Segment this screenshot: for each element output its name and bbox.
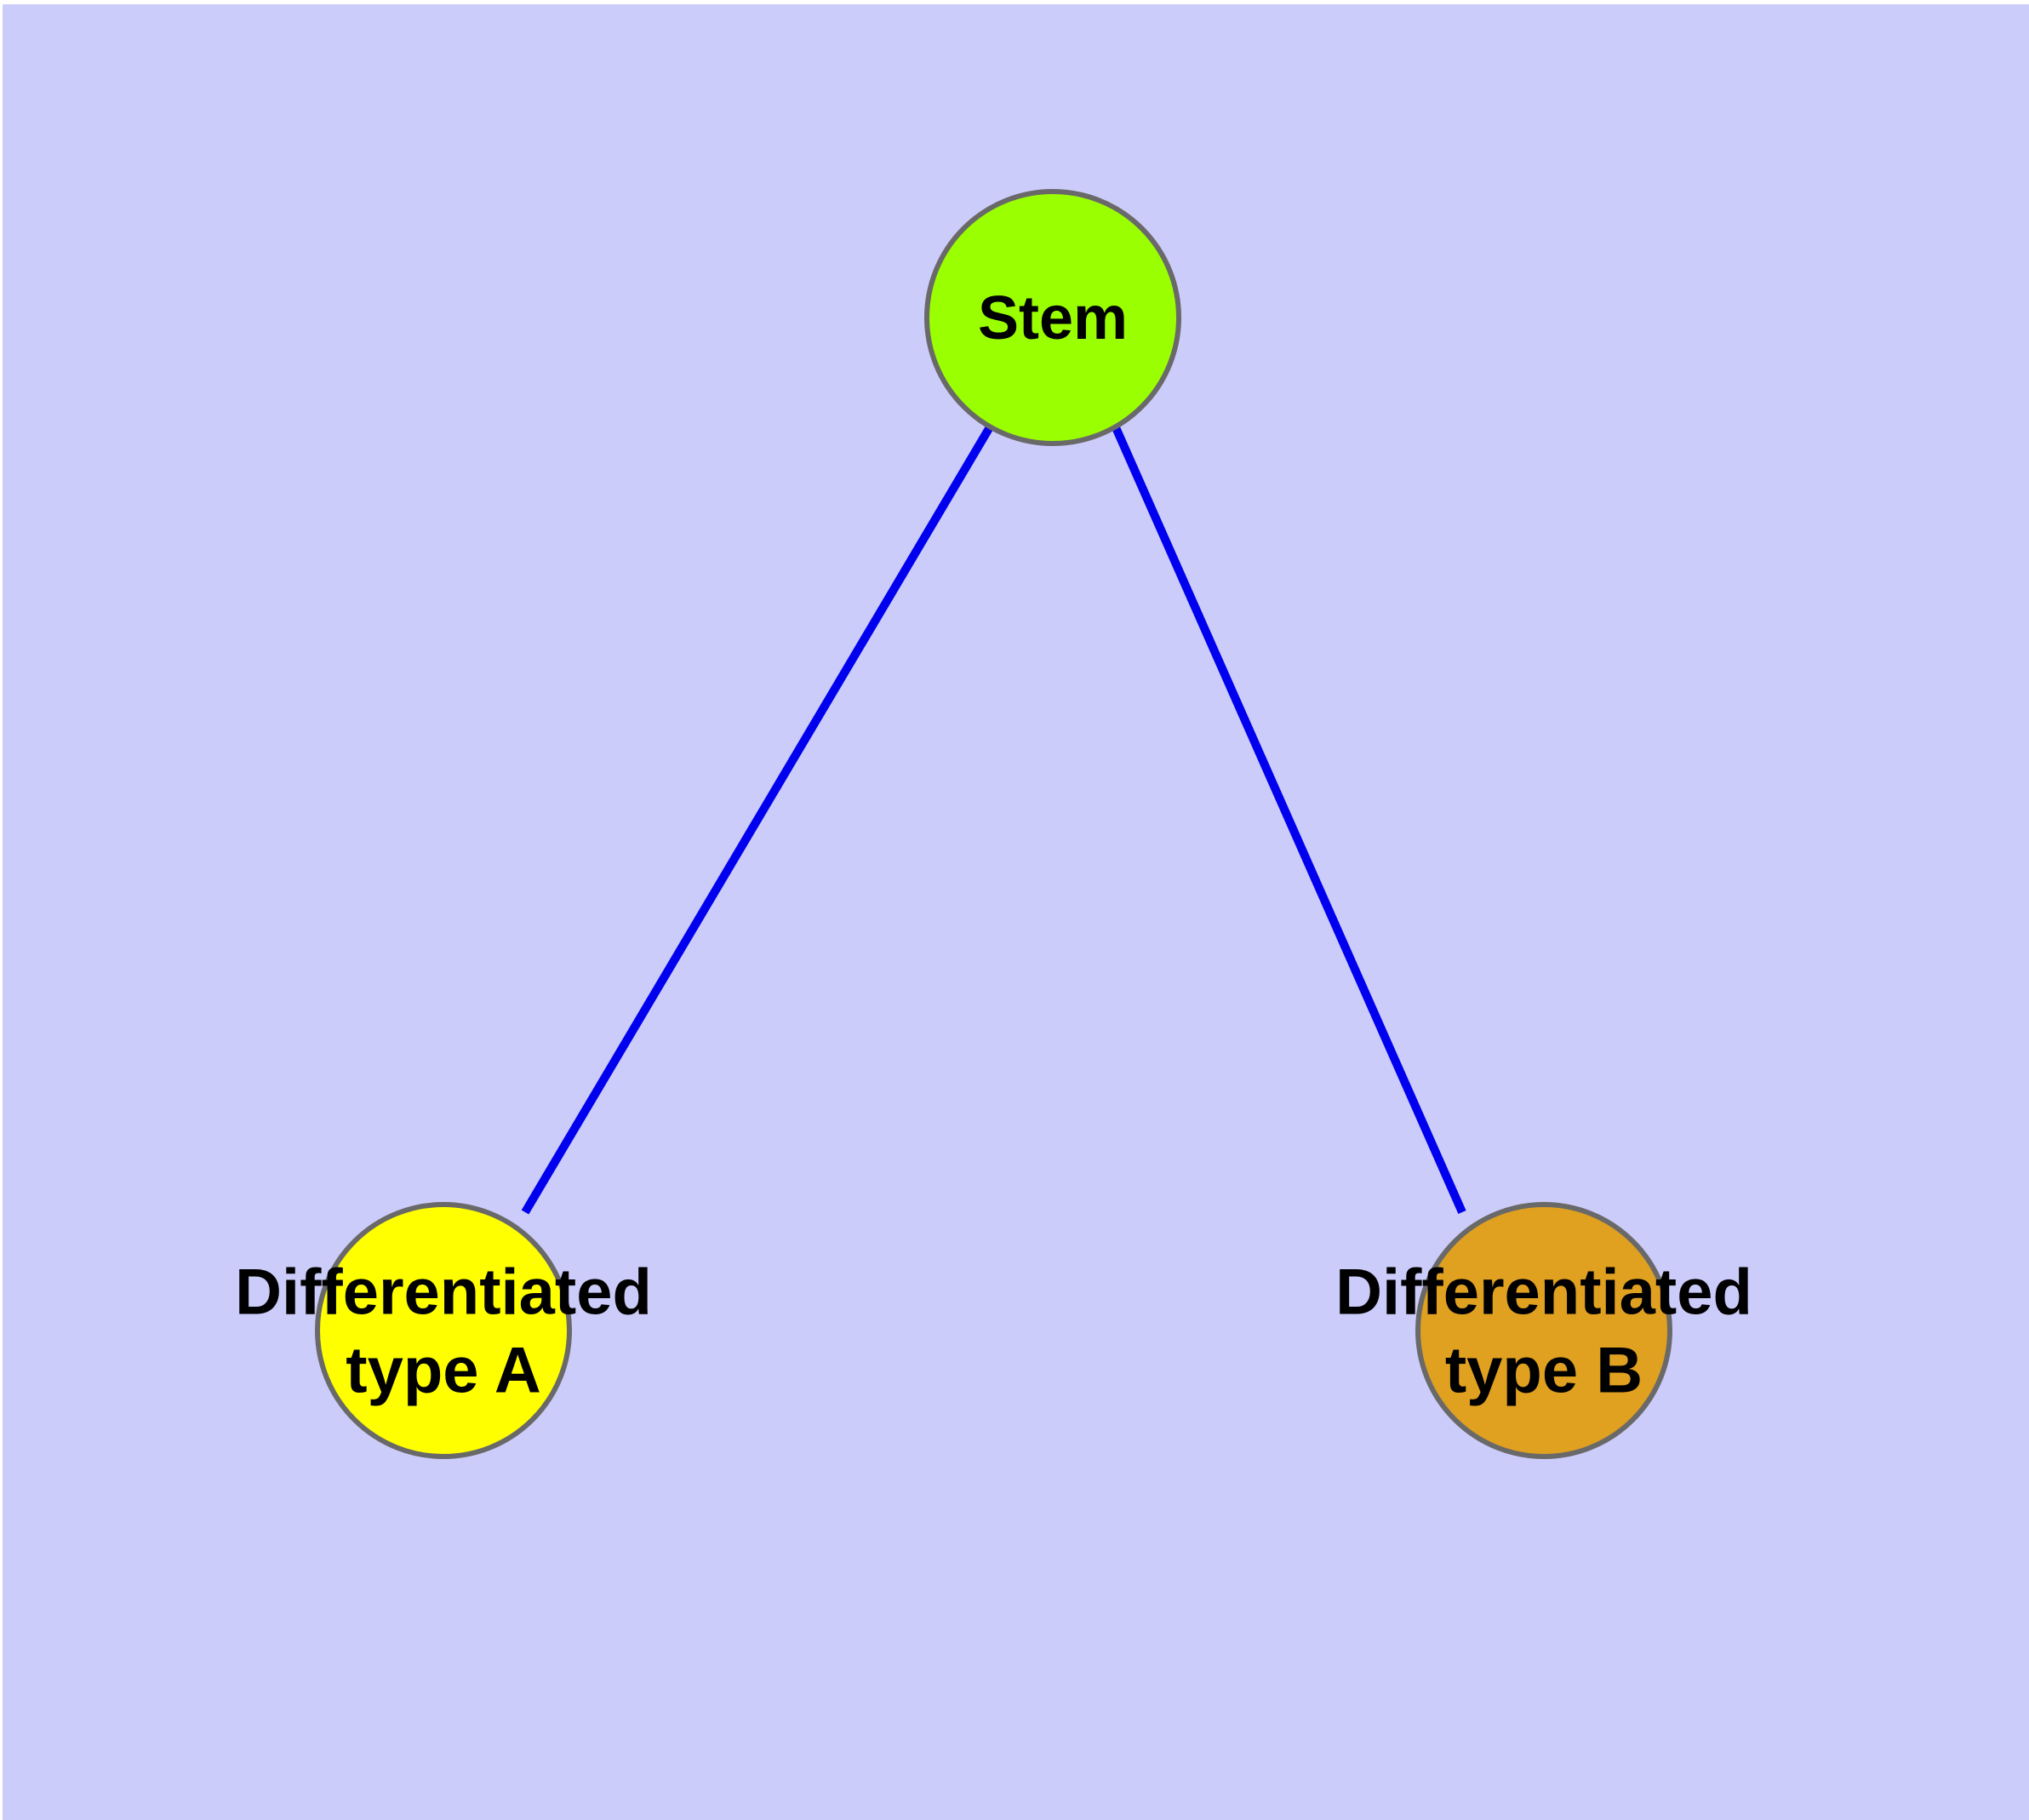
node-label-stem: Stem <box>978 284 1128 352</box>
node-label-line: Differentiated <box>1335 1256 1752 1329</box>
node-diff_b[interactable] <box>1415 1202 1672 1459</box>
edge-stem-to-b <box>1111 423 1466 1215</box>
node-label-line: type B <box>1445 1335 1643 1407</box>
node-label-line: type A <box>346 1335 540 1407</box>
edge-stem-to-a <box>521 423 995 1215</box>
edges-layer <box>521 423 1466 1215</box>
node-label-line: Stem <box>978 284 1128 352</box>
node-stem[interactable] <box>924 189 1181 446</box>
node-diff_a[interactable] <box>315 1202 572 1459</box>
node-label-line: Differentiated <box>235 1256 652 1329</box>
nodes-layer <box>315 189 1672 1459</box>
